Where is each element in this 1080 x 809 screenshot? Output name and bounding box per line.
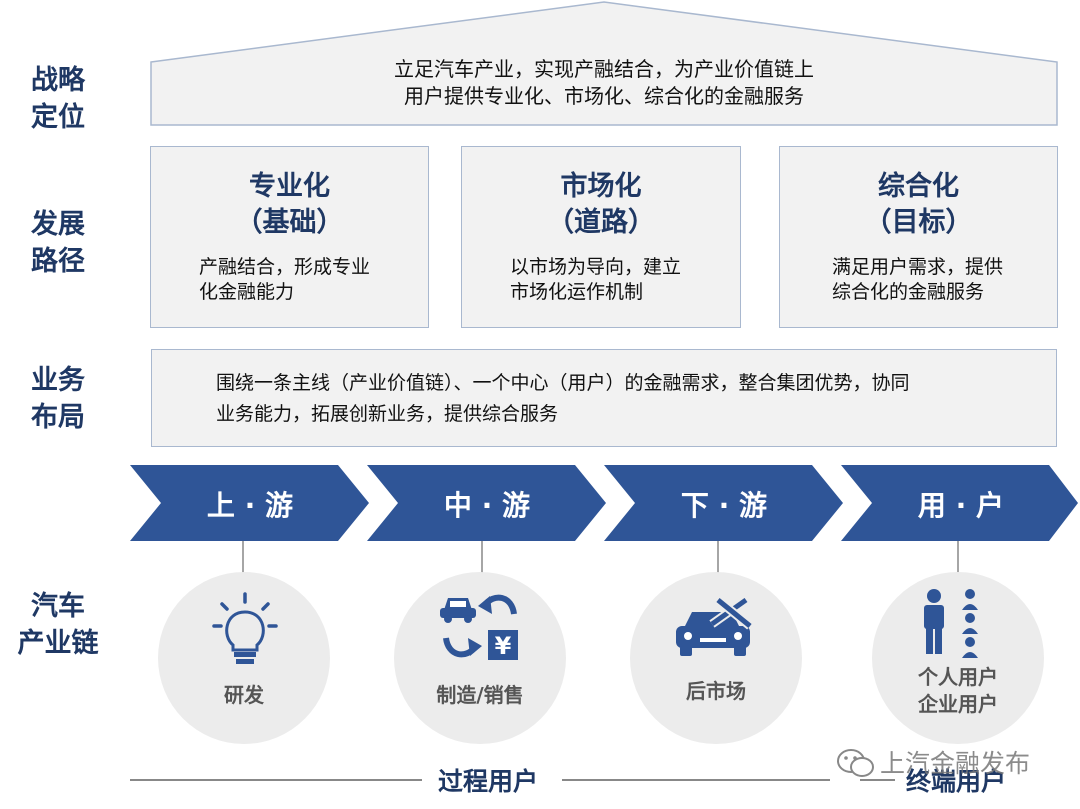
stage-label: 用 · 户 (918, 489, 1004, 522)
card-title: 专业化（基础） (235, 171, 344, 238)
chevron-users: 用 · 户 (841, 465, 1078, 541)
business-layout-box: 围绕一条主线（产业价值链）、一个中心（用户）的金融需求，整合集团优势，协同业务能… (151, 349, 1057, 447)
node-aftermarket: 后市场 (630, 572, 802, 744)
chevron-upstream: 上 · 游 (130, 465, 369, 541)
path-card-professional: 专业化（基础） 产融结合，形成专业化金融能力 (150, 146, 429, 328)
end-users-label: 终端用户 (906, 767, 1007, 796)
path-card-comprehensive: 综合化（目标） 满足用户需求，提供综合化的金融服务 (779, 146, 1058, 328)
row-label-strategy: 战略定位 (31, 65, 85, 133)
card-description: 以市场为导向，建立市场化运作机制 (510, 256, 682, 303)
strategy-statement: 立足汽车产业，实现产融结合，为产业价值链上用户提供专业化、市场化、综合化的金融服… (394, 57, 814, 108)
row-label-path: 发展路径 (31, 209, 85, 277)
node-label: 制造/销售 (436, 683, 524, 707)
wechat-icon (837, 749, 874, 777)
node-label: 研发 (224, 683, 264, 707)
process-users-label: 过程用户 (438, 767, 539, 796)
chevron-midstream: 中 · 游 (367, 465, 606, 541)
node-users: 个人用户企业用户 (872, 572, 1044, 744)
path-card-market: 市场化（道路） 以市场为导向，建立市场化运作机制 (461, 146, 741, 328)
stage-label: 上 · 游 (207, 489, 293, 522)
card-description: 产融结合，形成专业化金融能力 (199, 256, 371, 303)
card-title: 市场化（道路） (547, 171, 655, 238)
chevron-downstream: 下 · 游 (604, 465, 843, 541)
node-label: 后市场 (686, 679, 746, 703)
strategy-roof (150, 1, 1058, 126)
watermark-text: 上汽金融发布 (880, 749, 1031, 778)
node-label: 个人用户企业用户 (918, 665, 998, 716)
car-repair-tools-icon (676, 598, 753, 656)
business-layout-text: 围绕一条主线（产业价值链）、一个中心（用户）的金融需求，整合集团优势，协同业务能… (216, 372, 910, 425)
car-exchange-yuan-icon: ¥ (440, 594, 518, 660)
stage-label: 下 · 游 (681, 489, 767, 522)
users-icon (924, 589, 978, 658)
lightbulb-icon (212, 592, 278, 664)
node-manufacturing-sales: ¥ 制造/销售 (394, 572, 566, 744)
row-label-chain: 汽车产业链 (17, 591, 99, 659)
stage-label: 中 · 游 (444, 489, 530, 522)
svg-text:¥: ¥ (495, 632, 512, 660)
node-rnd: 研发 (158, 572, 330, 744)
card-title: 综合化（目标） (864, 171, 973, 238)
card-description: 满足用户需求，提供综合化的金融服务 (832, 256, 1004, 303)
row-label-business: 业务布局 (31, 365, 85, 433)
